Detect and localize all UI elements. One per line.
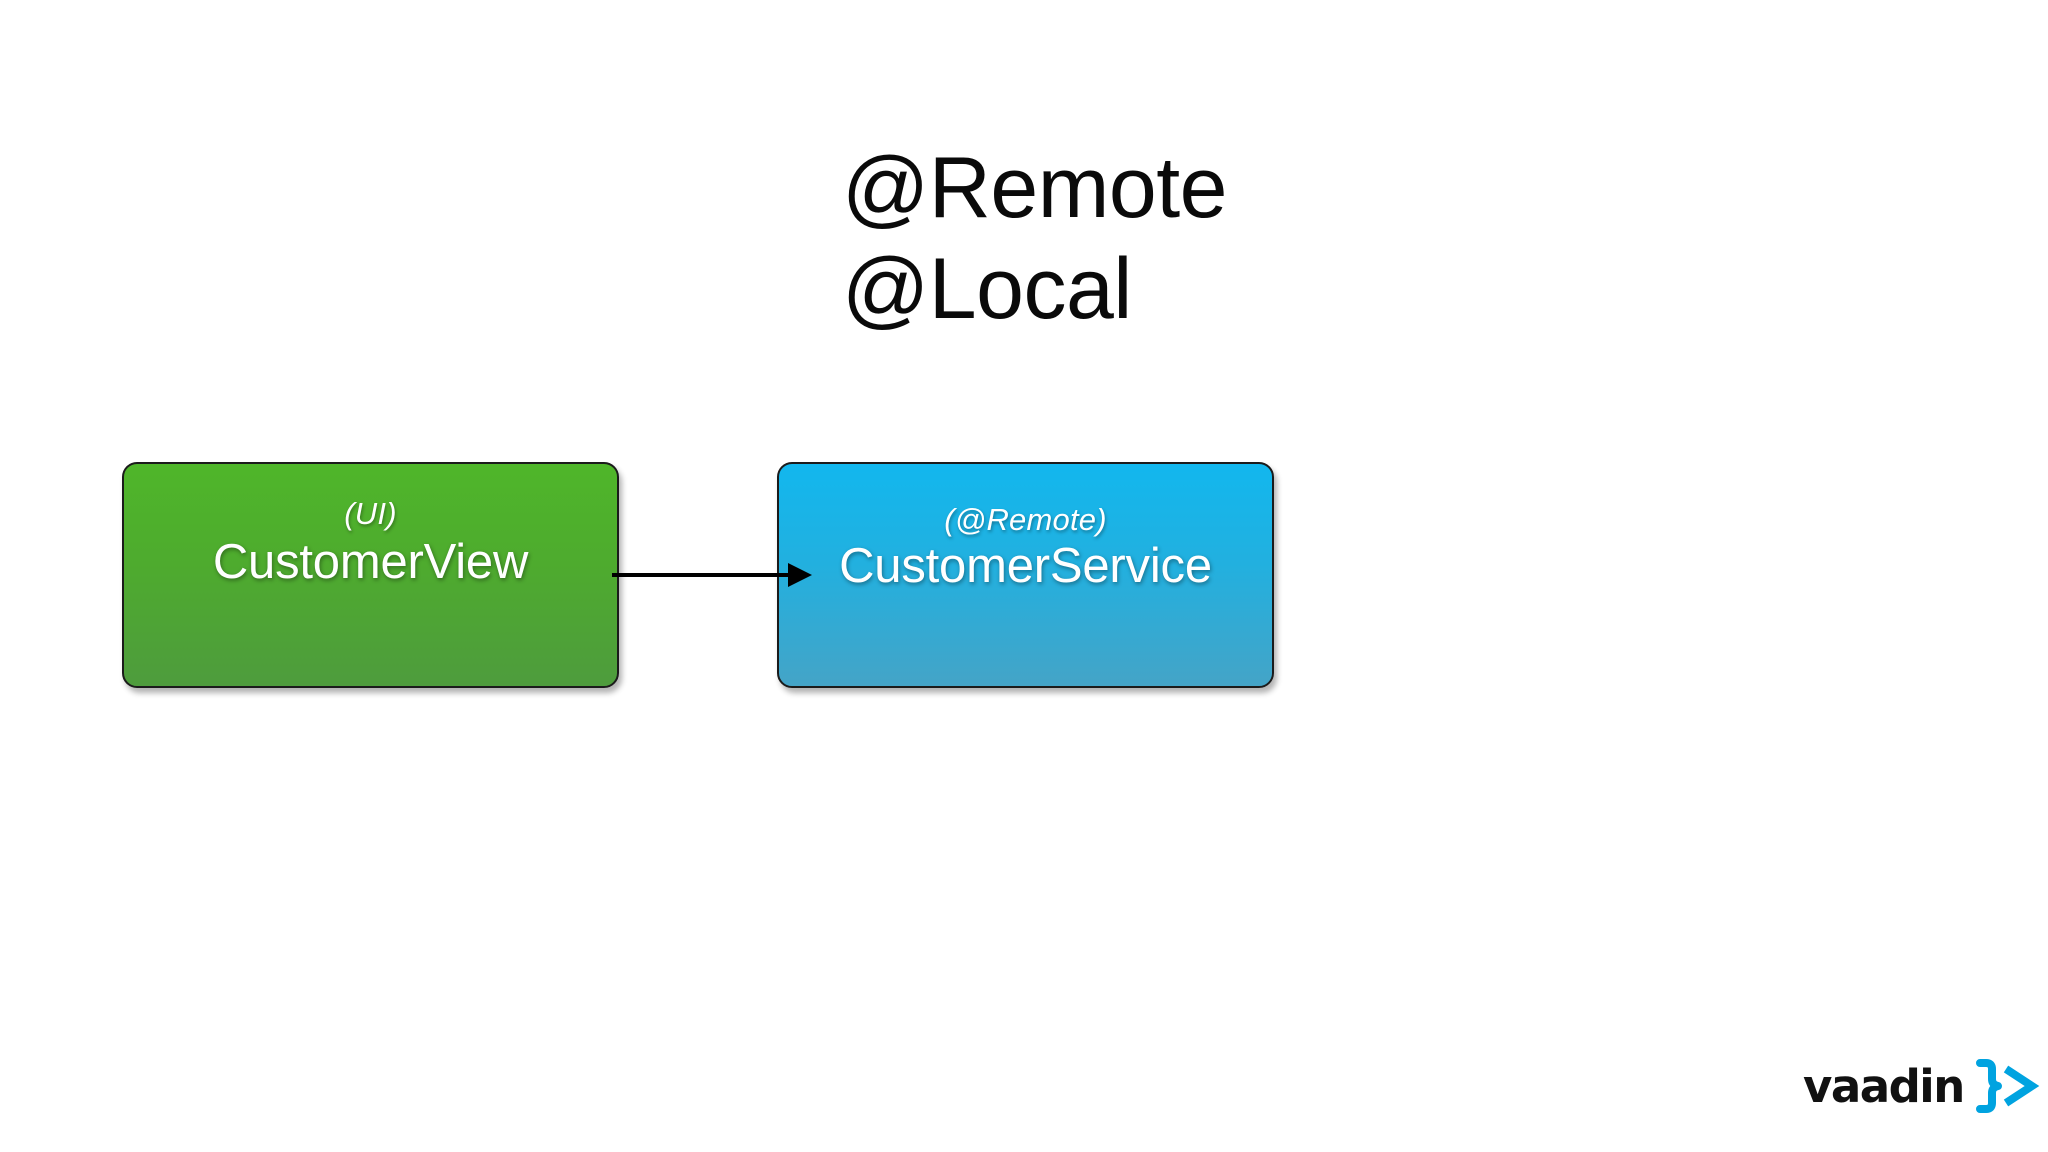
node-name: CustomerView bbox=[212, 535, 529, 589]
title-line-local: @Local bbox=[842, 241, 1132, 338]
diagram-node-customer-service[interactable]: (@Remote) CustomerService bbox=[777, 462, 1274, 688]
node-stereotype: (UI) bbox=[344, 496, 397, 531]
title-line-remote: @Remote bbox=[842, 140, 1227, 236]
page-title: @Remote @Local bbox=[842, 138, 1227, 341]
arrow-icon bbox=[612, 563, 812, 587]
node-name: CustomerService bbox=[839, 539, 1212, 593]
diagram-node-customer-view[interactable]: (UI) CustomerView bbox=[122, 462, 619, 688]
vaadin-brace-arrow-icon bbox=[1975, 1059, 2040, 1113]
vaadin-logo: vaadin bbox=[1803, 1057, 2040, 1115]
node-stereotype: (@Remote) bbox=[944, 502, 1107, 537]
vaadin-wordmark: vaadin bbox=[1803, 1059, 1965, 1113]
